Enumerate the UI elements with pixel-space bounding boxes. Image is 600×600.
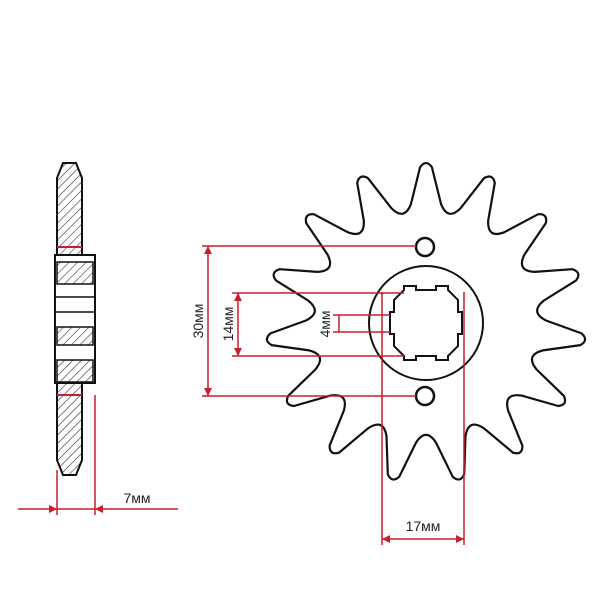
bore-arrow-left — [382, 535, 390, 543]
spline-arrow-top — [234, 293, 242, 301]
bore-arrow-right — [456, 535, 464, 543]
mounting-hole-top — [414, 236, 436, 258]
hole-spacing-arrow-top — [204, 246, 212, 254]
hole-spacing-label: 30мм — [190, 304, 206, 339]
spline-arrow-bottom — [234, 348, 242, 356]
front-view — [265, 161, 587, 481]
side-section-view: 7мм — [18, 162, 178, 515]
thickness-label: 7мм — [123, 490, 150, 506]
hub-hatch-top — [56, 261, 94, 285]
spline-width-label: 14мм — [220, 307, 236, 342]
bore-label: 17мм — [406, 518, 441, 534]
hub-ring — [368, 265, 484, 381]
key-width-label: 4мм — [317, 310, 333, 337]
hub-hatch-bottom — [56, 359, 94, 383]
spline-bore — [389, 285, 463, 361]
hole-spacing-arrow-bottom — [204, 388, 212, 396]
lower-tooth-section — [56, 382, 83, 476]
hub-hatch-middle — [56, 326, 94, 346]
thickness-arrow-left — [49, 505, 57, 513]
upper-tooth-section — [56, 162, 83, 256]
thickness-arrow-right — [95, 505, 103, 513]
mounting-hole-bottom — [414, 385, 436, 407]
front-dimensions: 30мм 14мм 4мм 17мм — [190, 245, 465, 545]
